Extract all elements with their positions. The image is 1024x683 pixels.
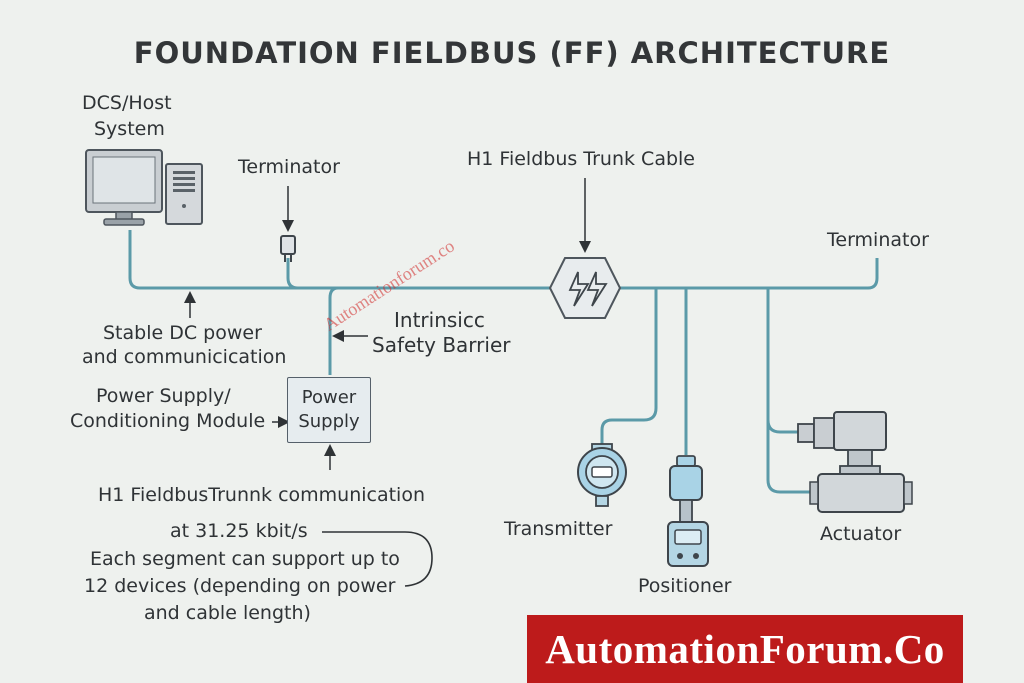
power-supply-label-1: Power (301, 387, 357, 408)
stable-dc-label-2: and communicication (82, 346, 287, 368)
dcs-host-label-2: System (94, 118, 165, 140)
stable-dc-label-1: Stable DC power (103, 322, 262, 344)
positioner-label: Positioner (638, 575, 732, 597)
terminator-plug-icon (280, 235, 296, 262)
barrier-label-2: Safety Barrier (372, 333, 511, 357)
power-supply-branch (328, 286, 339, 375)
comm-bracket (322, 531, 433, 587)
actuator-label: Actuator (820, 523, 902, 545)
dcs-host-label-1: DCS/Host (82, 92, 172, 114)
segment-label-1: Each segment can support up to (90, 548, 400, 570)
actuator-spur (766, 288, 820, 494)
terminator-left-cable (286, 258, 299, 290)
segment-label-3: and cable length) (144, 602, 311, 624)
terminator-left-label: Terminator (238, 156, 340, 178)
trunk-cable-label: H1 Fieldbus Trunk Cable (467, 148, 695, 170)
positioner-icon (667, 455, 709, 567)
comm-label-1: H1 FieldbusTrunnk communication (98, 484, 425, 506)
segment-label-2: 12 devices (depending on power (84, 575, 396, 597)
power-supply-box: Power Supply (287, 377, 371, 443)
psu-module-label-2: Conditioning Module (70, 410, 266, 432)
transmitter-label: Transmitter (504, 518, 613, 540)
computer-tower-icon (165, 163, 203, 225)
diagram-title: FOUNDATION FIELDBUS (FF) ARCHITECTURE (133, 36, 891, 70)
barrier-label-1: Intrinsicc (394, 308, 485, 332)
transmitter-spur (600, 288, 658, 445)
actuator-icon (797, 411, 913, 513)
actuator-spur-top (766, 419, 800, 434)
psu-module-label-1: Power Supply/ (96, 385, 231, 407)
trunk-cable (128, 230, 879, 290)
comm-label-2: at 31.25 kbit/s (170, 520, 308, 542)
computer-monitor-icon (85, 149, 163, 226)
lightning-junction-icon (548, 257, 622, 319)
transmitter-icon (577, 443, 627, 507)
power-supply-label-2: Supply (298, 411, 360, 432)
terminator-right-label: Terminator (827, 229, 929, 251)
brand-banner: AutomationForum.Co (527, 615, 963, 683)
